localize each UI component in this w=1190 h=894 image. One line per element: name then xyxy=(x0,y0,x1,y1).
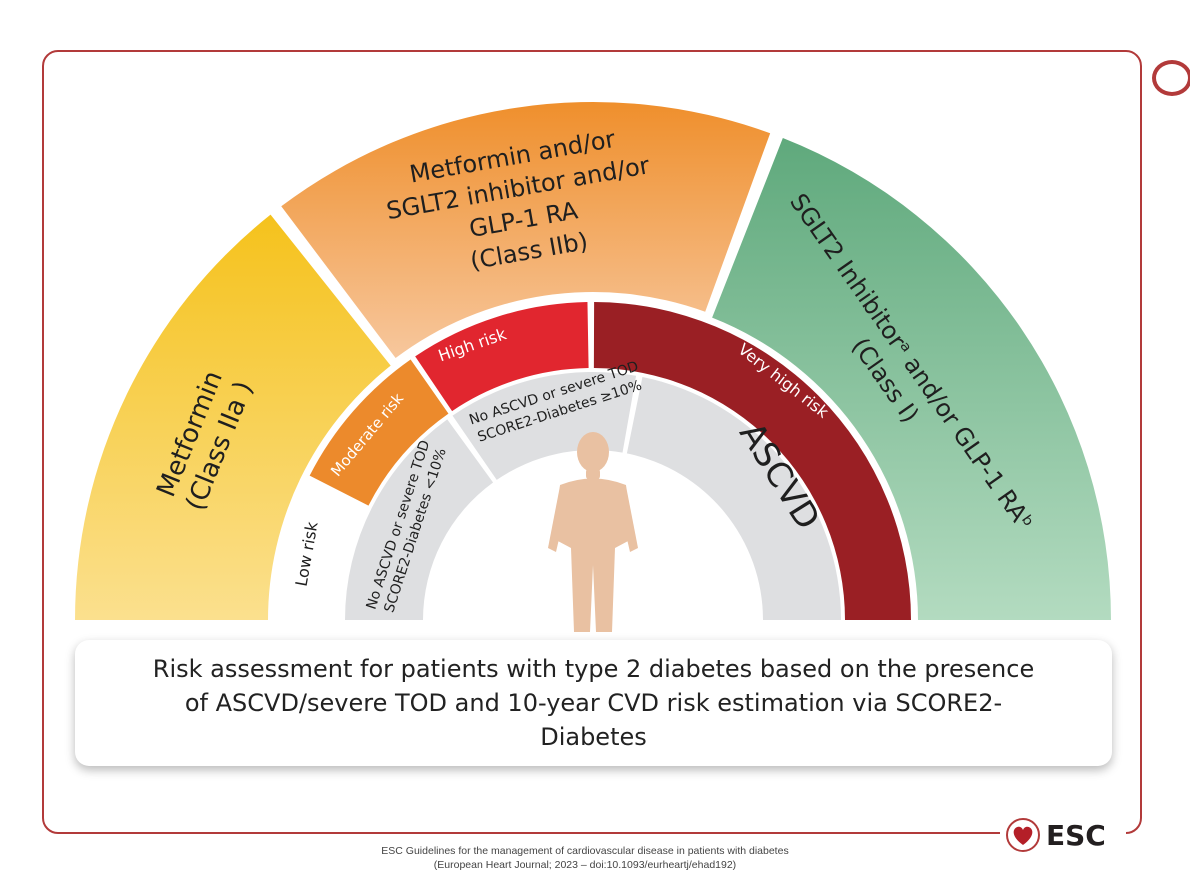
esc-wordmark: ESC xyxy=(1046,818,1106,852)
caption-box: Risk assessment for patients with type 2… xyxy=(75,640,1112,766)
metformin-segment xyxy=(75,214,391,620)
corner-decoration xyxy=(1152,60,1190,96)
criteria-ascvd-segment xyxy=(626,376,841,620)
figure-frame xyxy=(42,50,1142,834)
sglt2-glp1-segment xyxy=(712,138,1111,620)
moderate-risk-segment xyxy=(309,359,449,506)
very-high-risk-segment xyxy=(593,302,911,620)
criteria-above-10-segment xyxy=(452,372,637,480)
caption-text: Risk assessment for patients with type 2… xyxy=(152,655,1035,751)
esc-logo: ESC xyxy=(1000,810,1126,860)
heart-icon xyxy=(1006,818,1040,852)
high-risk-segment xyxy=(415,302,589,412)
combination-label: Metformin and/or SGLT2 inhibitor and/or … xyxy=(384,125,651,276)
human-figure-icon xyxy=(548,432,638,632)
criteria-below-10-segment xyxy=(345,419,494,620)
low-risk-segment xyxy=(275,480,367,620)
source-line-2: (European Heart Journal; 2023 – doi:10.1… xyxy=(433,859,737,871)
source-citation: ESC Guidelines for the management of car… xyxy=(300,844,870,872)
source-line-1: ESC Guidelines for the management of car… xyxy=(381,845,789,857)
combination-segment xyxy=(281,101,771,359)
